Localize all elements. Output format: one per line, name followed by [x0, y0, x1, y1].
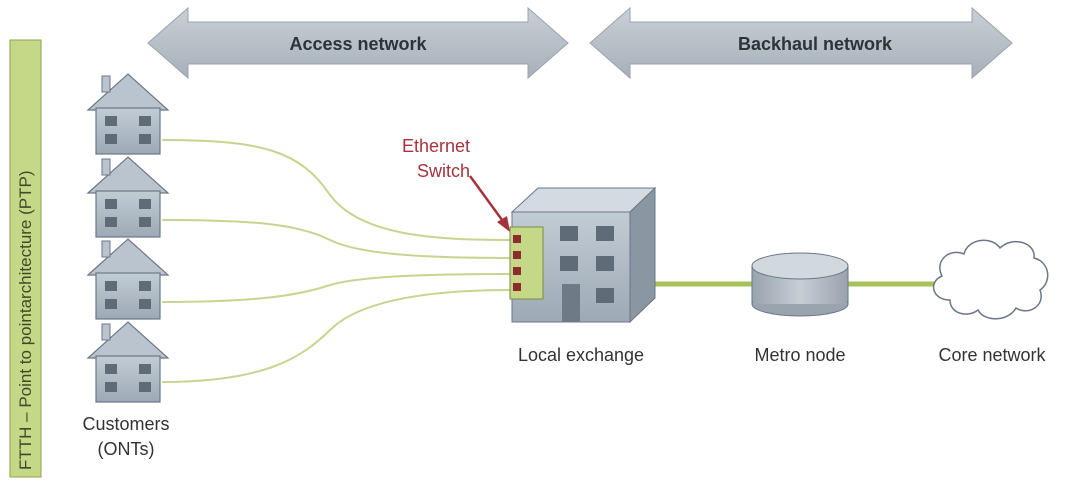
fiber-line-2: [161, 219, 513, 259]
customer-houses: [87, 73, 169, 403]
architecture-sidebar: FTTH – Point to pointarchitecture (PTP): [9, 39, 42, 478]
backhaul-network-arrow: Backhaul network: [589, 6, 1013, 80]
fiber-line-1: [161, 139, 513, 241]
fiber-line-3: [161, 273, 513, 303]
ethernet-switch-label-line2: Switch: [417, 161, 470, 181]
core-network-label: Core network: [938, 345, 1046, 365]
backhaul-network-label: Backhaul network: [738, 34, 893, 54]
ethernet-switch: [509, 226, 544, 300]
house-icon: [87, 73, 169, 155]
access-network-label: Access network: [289, 34, 427, 54]
customers-label-line2: (ONTs): [98, 439, 155, 459]
house-icon: [87, 156, 169, 238]
switch-pointer-arrow: [468, 175, 510, 232]
fiber-line-4: [161, 289, 513, 383]
sidebar-label: FTTH – Point to pointarchitecture (PTP): [16, 171, 35, 471]
house-icon: [87, 321, 169, 403]
access-network-arrow: Access network: [147, 6, 569, 80]
fiber-connections: [161, 139, 513, 383]
cloud-icon: [932, 239, 1049, 320]
metro-node-label: Metro node: [754, 345, 845, 365]
local-exchange-label: Local exchange: [518, 345, 644, 365]
house-icon: [87, 238, 169, 320]
customers-label-line1: Customers: [82, 414, 169, 434]
ethernet-switch-label-line1: Ethernet: [402, 136, 470, 156]
metro-node-icon: [751, 252, 849, 317]
